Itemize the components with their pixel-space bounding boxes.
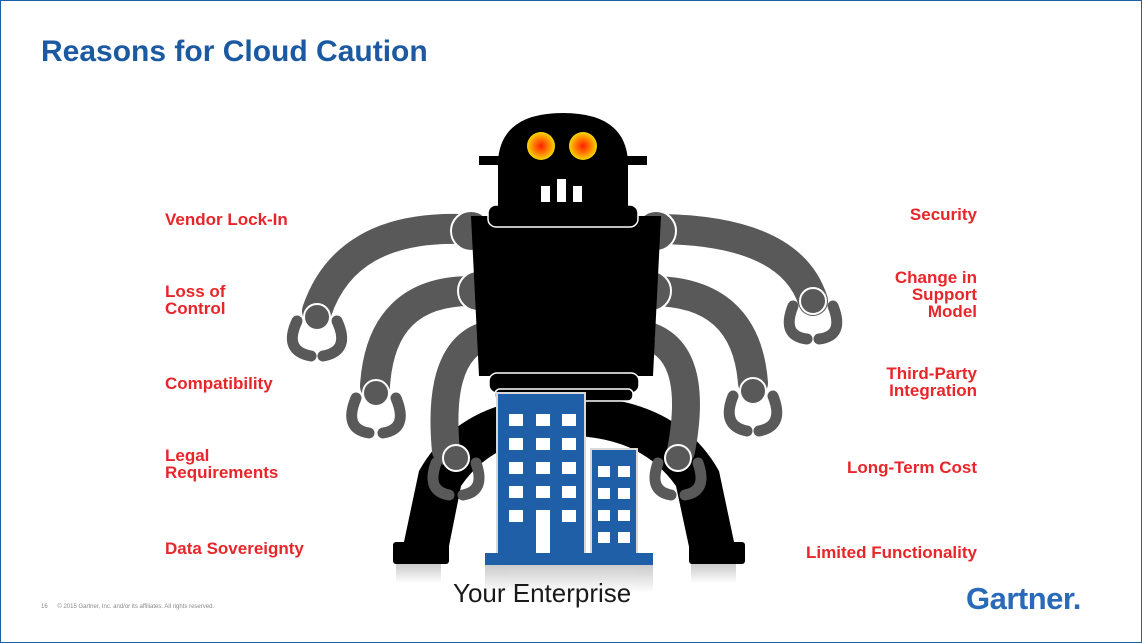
logo-dot: . <box>1072 581 1082 616</box>
logo-text: Gartner <box>966 581 1073 616</box>
reason-vendor-lock-in: Vendor Lock-In <box>165 210 288 229</box>
copyright-text: © 2015 Gartner, Inc. and/or its affiliat… <box>57 604 215 610</box>
gartner-logo: Gartner. <box>966 581 1081 617</box>
reason-data-sovereignty: Data Sovereignty <box>165 539 304 558</box>
reason-compatibility: Compatibility <box>165 374 273 393</box>
left-eye-icon <box>527 132 555 160</box>
building-caption: Your Enterprise <box>453 578 632 608</box>
reason-third-party-integration: Third-Party Integration <box>886 364 977 400</box>
reason-long-term-cost: Long-Term Cost <box>846 458 977 477</box>
reason-change-in-support-model: Change in Support Model <box>894 268 977 321</box>
slide-title: Reasons for Cloud Caution <box>41 35 428 68</box>
reason-loss-of-control: Loss of Control <box>165 282 226 318</box>
page-number: 16 <box>41 604 48 610</box>
right-eye-icon <box>569 132 597 160</box>
building-icon <box>485 392 653 565</box>
reason-security: Security <box>909 205 977 224</box>
reason-limited-functionality: Limited Functionality <box>806 543 977 562</box>
footer: 16 © 2015 Gartner, Inc. and/or its affil… <box>41 604 222 610</box>
reason-legal-requirements: Legal Requirements <box>165 446 279 482</box>
reflection <box>396 563 736 593</box>
